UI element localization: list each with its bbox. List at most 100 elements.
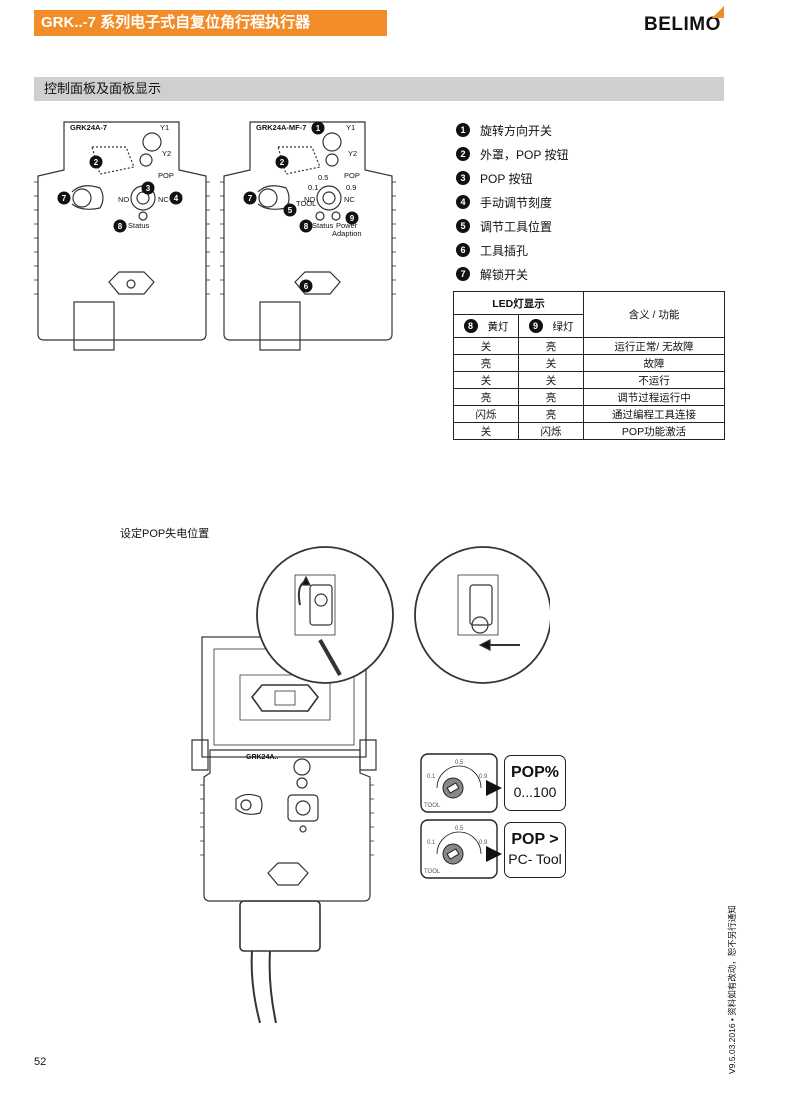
svg-text:7: 7 bbox=[248, 194, 253, 203]
dial1-mid: 0.5 bbox=[455, 760, 464, 766]
pop-percent-title: POP% bbox=[510, 764, 559, 781]
legend-number: 1 bbox=[456, 123, 470, 137]
table-row: 关关不运行 bbox=[453, 371, 725, 389]
led-group-header: LED灯显示 bbox=[453, 291, 584, 315]
legend-text: 旋转方向开关 bbox=[480, 123, 553, 138]
marker-2-right: 2 bbox=[275, 155, 289, 169]
dial2-low: 0.1 bbox=[427, 840, 436, 846]
dial2-mid: 0.5 bbox=[455, 826, 464, 832]
svg-text:1: 1 bbox=[316, 124, 321, 133]
pop-dials: 0.1 0.5 0.9 TOOL 0.1 0.5 0.9 TOOL bbox=[420, 753, 498, 879]
legend-text: 调节工具位置 bbox=[480, 219, 553, 234]
magnifier-right bbox=[414, 546, 550, 684]
pop-setting-title: 设定POP失电位置 bbox=[120, 528, 210, 540]
pop-pctool-title: POP > bbox=[511, 831, 559, 848]
pop-device-label: GRK24A.. bbox=[246, 754, 278, 761]
label-power: Power bbox=[336, 221, 358, 230]
legend-item: 4 手动调节刻度 bbox=[456, 190, 568, 214]
legend-text: 解锁开关 bbox=[480, 267, 529, 282]
svg-text:6: 6 bbox=[304, 282, 309, 291]
dial1-tool: TOOL bbox=[424, 803, 441, 809]
legend-item: 7 解锁开关 bbox=[456, 262, 568, 286]
legend-text: 手动调节刻度 bbox=[480, 195, 553, 210]
legend-item: 5 调节工具位置 bbox=[456, 214, 568, 238]
marker-4-left: 4 bbox=[169, 191, 183, 205]
marker-7-left: 7 bbox=[57, 191, 71, 205]
label-y2-right: Y2 bbox=[348, 149, 357, 158]
table-row: 闪烁亮通过编程工具连接 bbox=[453, 405, 725, 423]
marker-9-right: 9 bbox=[345, 211, 359, 225]
brand-logo: BELIMO bbox=[644, 14, 721, 35]
svg-text:9: 9 bbox=[350, 214, 355, 223]
page-number: 52 bbox=[34, 1056, 47, 1068]
table-row: 亮关故障 bbox=[453, 354, 725, 372]
dial-panel-1 bbox=[420, 753, 498, 813]
marker-7-right: 7 bbox=[243, 191, 257, 205]
table-row: 关亮运行正常/ 无故障 bbox=[453, 337, 725, 355]
arrow-right-icon bbox=[486, 780, 502, 796]
logo-mark-icon bbox=[712, 6, 724, 18]
label-scale-mid: 0.5 bbox=[318, 173, 328, 182]
actuator-right-diagram bbox=[220, 121, 396, 351]
legend-number: 7 bbox=[456, 267, 470, 281]
legend-number: 2 bbox=[456, 147, 470, 161]
arrow-icons bbox=[486, 780, 502, 862]
svg-text:4: 4 bbox=[174, 194, 179, 203]
legend-item: 2 外罩，POP 按钮 bbox=[456, 142, 568, 166]
dial2-high: 0.9 bbox=[479, 840, 488, 846]
table-row: 亮亮调节过程运行中 bbox=[453, 388, 725, 406]
legend-number: 3 bbox=[456, 171, 470, 185]
label-pop-right: POP bbox=[344, 171, 360, 180]
label-pop: POP bbox=[158, 171, 174, 180]
svg-text:3: 3 bbox=[146, 184, 151, 193]
svg-text:2: 2 bbox=[280, 158, 285, 167]
marker-8-right: 8 bbox=[299, 219, 313, 233]
marker-5-right: 5 bbox=[283, 203, 297, 217]
magnifier-left bbox=[256, 546, 394, 684]
label-y1: Y1 bbox=[160, 123, 169, 132]
meaning-header: 含义 / 功能 bbox=[583, 291, 725, 338]
label-scale-high: 0.9 bbox=[346, 183, 356, 192]
dial-knob-2-icon bbox=[442, 843, 464, 865]
legend-number: 5 bbox=[456, 219, 470, 233]
svg-text:8: 8 bbox=[304, 222, 309, 231]
label-y1-right: Y1 bbox=[346, 123, 355, 132]
marker-1-right: 1 bbox=[311, 121, 325, 135]
legend-item: 6 工具插孔 bbox=[456, 238, 568, 262]
svg-text:5: 5 bbox=[288, 206, 293, 215]
legend-number: 6 bbox=[456, 243, 470, 257]
page-title: GRK..-7 系列电子式自复位角行程执行器 bbox=[34, 10, 387, 36]
pop-pctool-box: POP > PC- Tool bbox=[504, 822, 566, 878]
label-no-right: NO bbox=[304, 195, 315, 204]
marker-2-left: 2 bbox=[89, 155, 103, 169]
dial1-low: 0.1 bbox=[427, 774, 436, 780]
label-tool: TOOL bbox=[296, 199, 316, 208]
section-title: 控制面板及面板显示 bbox=[34, 77, 724, 101]
legend-number: 4 bbox=[456, 195, 470, 209]
dial2-tool: TOOL bbox=[424, 869, 441, 875]
legend-text: 工具插孔 bbox=[480, 243, 529, 258]
marker-6-right: 6 bbox=[299, 279, 313, 293]
dial1-high: 0.9 bbox=[479, 774, 488, 780]
pop-percent-range: 0...100 bbox=[513, 784, 557, 800]
label-status: Status bbox=[128, 221, 150, 230]
actuator-panel-diagrams: GRK24A-7 Y1 Y2 POP NO NC Status GRK24A-M… bbox=[34, 121, 396, 351]
pop-setting-illustration: GRK24A.. bbox=[191, 546, 550, 1024]
label-scale-low: 0.1 bbox=[308, 183, 318, 192]
svg-text:8: 8 bbox=[118, 222, 123, 231]
marker-3-left: 3 bbox=[141, 181, 155, 195]
label-adaption: Adaption bbox=[332, 229, 362, 238]
left-model-label: GRK24A-7 bbox=[70, 123, 107, 132]
label-nc-right: NC bbox=[344, 195, 355, 204]
legend-text: 外罩，POP 按钮 bbox=[480, 147, 569, 162]
dial-knob-1-icon bbox=[442, 777, 464, 799]
label-y2: Y2 bbox=[162, 149, 171, 158]
svg-text:7: 7 bbox=[62, 194, 67, 203]
arrow-right-icon bbox=[486, 846, 502, 862]
